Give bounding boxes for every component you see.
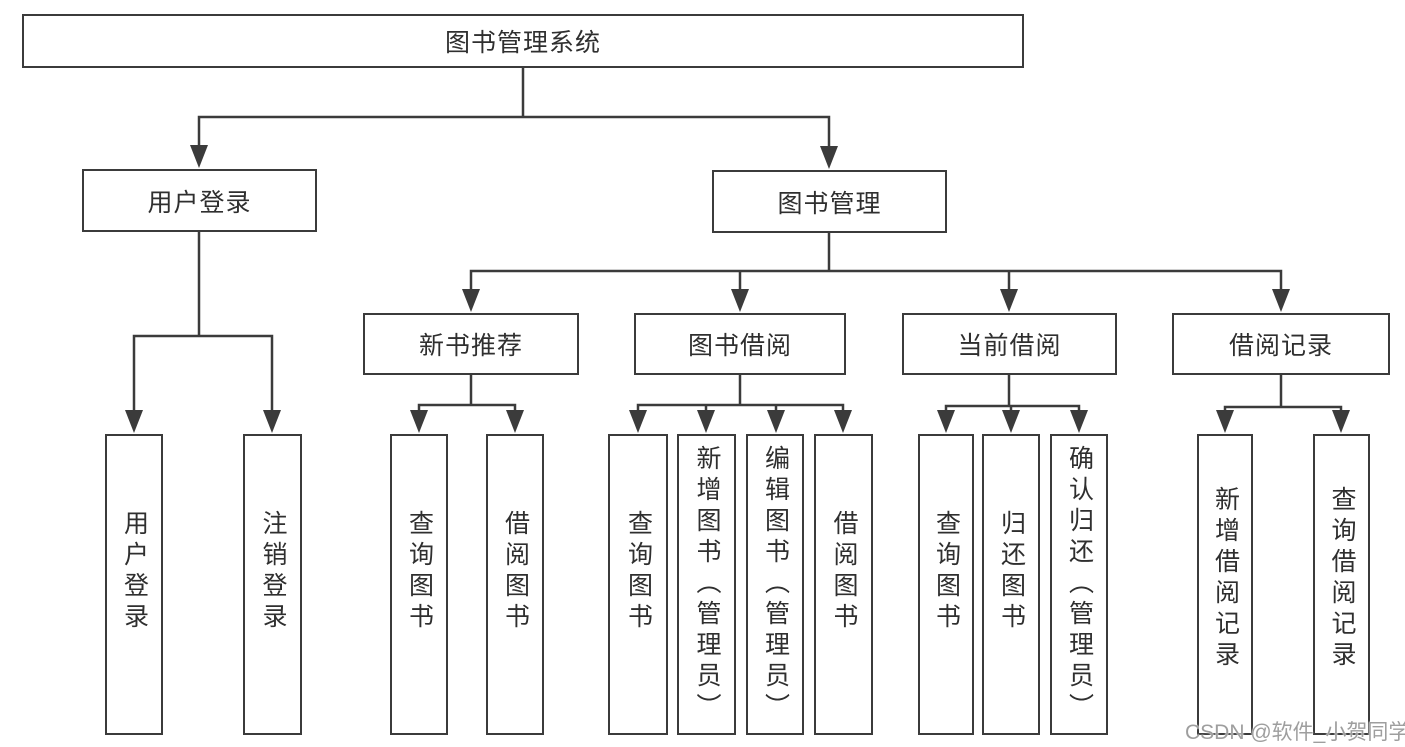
connector-root-to-level2: [197, 66, 831, 152]
leaf-query-books-current: 查询图书: [918, 434, 974, 735]
connector-new-book-recommendation-to-leaves: [417, 373, 517, 416]
watermark-csdn: CSDN @软件_小贺同学: [1185, 721, 1405, 744]
node-borrowing-records: 借阅记录: [1172, 313, 1390, 375]
leaf-query-books-recommendation: 查询图书: [390, 434, 448, 735]
leaf-borrow-books-recommendation: 借阅图书: [486, 434, 544, 735]
leaf-user-login: 用户登录: [105, 434, 163, 735]
node-new-book-recommendation: 新书推荐: [363, 313, 579, 375]
connector-current-borrowing-to-leaves: [944, 373, 1081, 416]
leaf-add-borrowing-record: 新增借阅记录: [1197, 434, 1253, 735]
node-book-management: 图书管理: [712, 170, 947, 233]
leaf-add-book-admin: 新增图书（管理员）: [677, 434, 736, 735]
connector-user-login-to-leaves: [132, 230, 274, 416]
connector-borrowing-records-to-leaves: [1223, 373, 1343, 416]
leaf-confirm-return-admin: 确认归还（管理员）: [1050, 434, 1108, 735]
leaf-edit-book-admin: 编辑图书（管理员）: [746, 434, 804, 735]
leaf-query-borrowing-record: 查询借阅记录: [1313, 434, 1370, 735]
connector-book-borrowing-to-leaves: [636, 373, 845, 416]
connector-book-management-to-level3: [469, 231, 1283, 295]
leaf-return-book: 归还图书: [982, 434, 1040, 735]
leaf-borrow-books-borrowing: 借阅图书: [814, 434, 873, 735]
leaf-logout: 注销登录: [243, 434, 302, 735]
node-current-borrowing: 当前借阅: [902, 313, 1117, 375]
node-user-login: 用户登录: [82, 169, 317, 232]
node-library-management-system: 图书管理系统: [22, 14, 1024, 68]
leaf-query-books-borrowing: 查询图书: [608, 434, 668, 735]
node-book-borrowing: 图书借阅: [634, 313, 846, 375]
